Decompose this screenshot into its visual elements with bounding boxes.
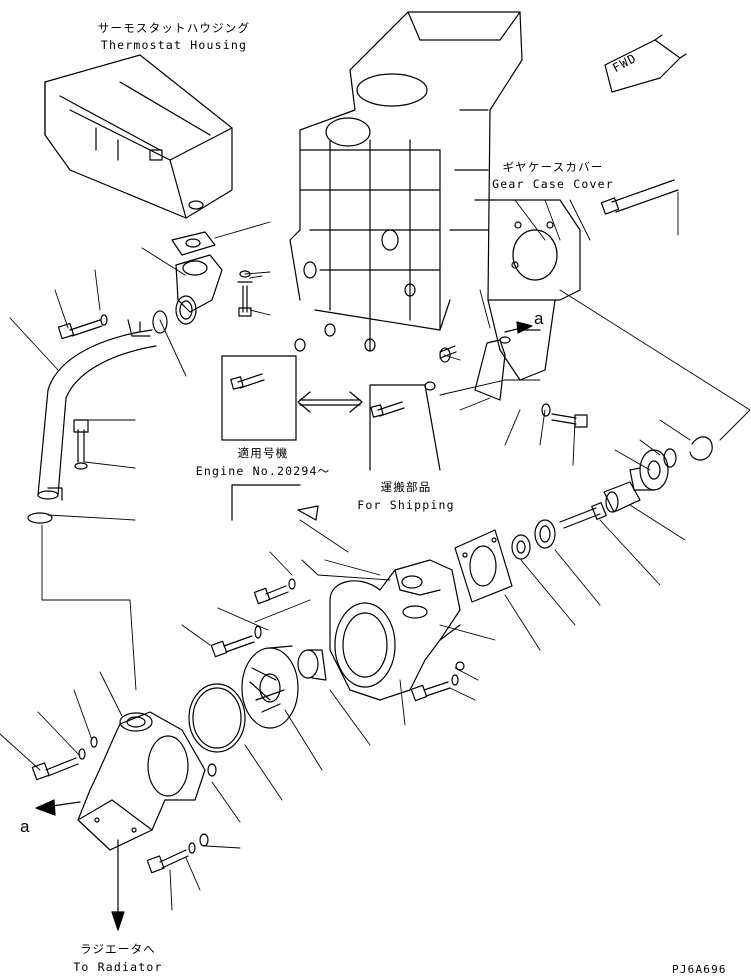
thermostat-housing-label-en: Thermostat Housing — [100, 38, 248, 52]
cylinder-block — [290, 12, 522, 351]
bracket-line — [232, 485, 300, 520]
for-shipping-label-jp: 運搬部品 — [380, 480, 432, 494]
pump-inlet-elbow — [78, 712, 216, 850]
support-bracket — [425, 337, 510, 400]
drawing-code: PJ6A696 — [672, 963, 727, 976]
leader-lines — [0, 192, 750, 910]
bearing-small — [512, 535, 530, 559]
thermostat-outlet-elbow — [176, 255, 222, 324]
bearing — [535, 520, 555, 548]
water-seal — [298, 650, 326, 680]
pump-gasket — [455, 530, 512, 602]
engine-no-label-en: Engine No.20294～ — [195, 464, 331, 478]
thermostat-housing-part — [45, 55, 232, 218]
thermostat-gasket — [172, 232, 215, 255]
pump-shaft — [560, 503, 606, 528]
impeller — [242, 646, 298, 728]
reference-arrow-a-right — [505, 322, 532, 333]
gear-case-cover-label-jp: ギヤケースカバー — [502, 160, 604, 174]
fwd-arrow-symbol — [605, 35, 686, 92]
reference-arrow-a-left — [36, 800, 80, 815]
for-shipping-label-en: For Shipping — [357, 498, 455, 512]
engine-no-label-jp: 適用号機 — [237, 446, 289, 460]
long-stud-bolt — [601, 180, 678, 214]
double-arrow — [298, 392, 362, 412]
snap-ring — [664, 437, 712, 467]
reference-a-left: a — [20, 817, 30, 836]
water-pipe — [38, 320, 156, 500]
engine-no-inset — [222, 356, 296, 440]
to-radiator-arrow — [112, 840, 124, 930]
gear-case-cover-part — [475, 200, 580, 380]
to-radiator-label-en: To Radiator — [73, 960, 163, 974]
o-ring-small — [153, 311, 167, 333]
for-shipping-inset — [370, 385, 440, 470]
pump-o-ring — [189, 684, 245, 752]
gear-case-cover-label-en: Gear Case Cover — [492, 177, 614, 191]
reference-a-right: a — [534, 309, 544, 328]
pulley-seat — [630, 450, 668, 490]
spacer-sleeve — [604, 482, 640, 512]
thermostat-housing-label-jp: サーモスタットハウジング — [97, 21, 251, 35]
to-radiator-label-jp: ラジエータへ — [80, 942, 156, 956]
water-pump-body — [330, 560, 460, 700]
